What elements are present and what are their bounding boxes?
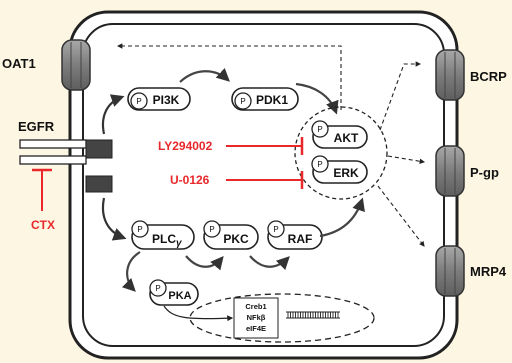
- pgp-transporter: [436, 146, 464, 196]
- plc-gamma-node: P PLCγ: [132, 221, 194, 249]
- pdk1-label: PDK1: [256, 93, 288, 107]
- akt-phospho-label: P: [317, 125, 322, 134]
- factor-eif4e: eIF4E: [246, 324, 266, 333]
- plc-phospho-label: P: [137, 225, 142, 234]
- pkc-node: P PKC: [204, 221, 258, 249]
- pkc-phospho-label: P: [209, 225, 214, 234]
- pi3k-label: PI3K: [153, 93, 180, 107]
- plc-prefix: PLC: [152, 232, 176, 246]
- pgp-label: P-gp: [470, 165, 499, 180]
- pdk1-phospho-label: P: [240, 97, 245, 106]
- factor-creb1: Creb1: [245, 302, 266, 311]
- mrp4-transporter: [436, 246, 464, 296]
- pka-label: PKA: [168, 290, 191, 302]
- egfr-label: EGFR: [18, 119, 55, 134]
- oat1-transporter: [62, 40, 90, 90]
- erk-label: ERK: [333, 166, 359, 180]
- pdk1-node: P PDK1: [232, 88, 298, 110]
- oat1-label: OAT1: [2, 56, 36, 71]
- raf-label: RAF: [288, 232, 313, 246]
- pka-node: P PKA: [150, 280, 198, 305]
- pkc-label: PKC: [223, 232, 249, 246]
- raf-node: P RAF: [268, 221, 322, 249]
- bcrp-label: BCRP: [470, 69, 507, 84]
- pka-phospho-label: P: [155, 284, 160, 293]
- ctx-label: CTX: [31, 218, 55, 232]
- bcrp-transporter: [436, 50, 464, 100]
- u0126-label: U-0126: [170, 173, 210, 187]
- mrp4-label: MRP4: [470, 264, 507, 279]
- pi3k-node: P PI3K: [128, 88, 190, 110]
- erk-phospho-label: P: [317, 160, 322, 169]
- factor-nfkb: NFkβ: [247, 313, 266, 322]
- ctx-inhibition-mark: [32, 170, 52, 211]
- raf-phospho-label: P: [273, 225, 278, 234]
- pi3k-phospho-label: P: [136, 97, 141, 106]
- ly294002-label: LY294002: [158, 139, 213, 153]
- akt-label: AKT: [334, 131, 359, 145]
